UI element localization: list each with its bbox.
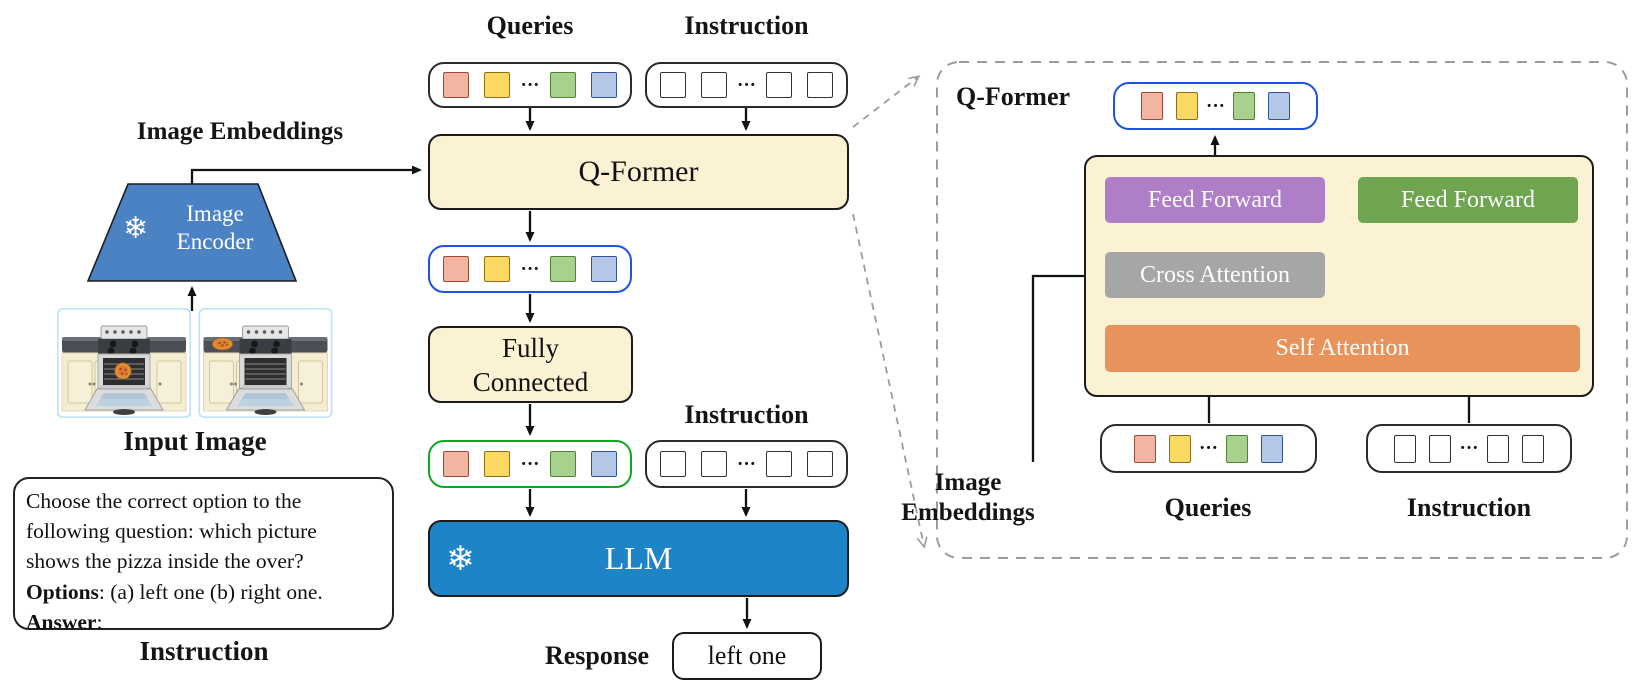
qformer-box: Q-Former (428, 134, 849, 210)
input-image-label: Input Image (123, 426, 267, 456)
token-plain (1429, 434, 1452, 463)
token-ellipsis: ··· (520, 258, 540, 280)
self-attention-box: Self Attention (1105, 325, 1580, 372)
instruction-line: Choose the correct option to the (26, 489, 302, 513)
token-blue (590, 256, 617, 282)
panel-instruction-label: Instruction (1406, 493, 1532, 522)
panel-instruction-token-pill: ··· (1366, 424, 1572, 473)
token-yellow (484, 72, 511, 98)
instruction-line: shows the pizza inside the over? (26, 549, 304, 574)
token-green (1233, 92, 1255, 120)
llm-box-label: LLM (604, 540, 673, 576)
token-green (549, 256, 576, 282)
image-encoder-box: Image Encoder (140, 200, 290, 256)
dashed-zoom-link-top (852, 77, 918, 128)
token-plain (1521, 434, 1544, 463)
panel-image-embeddings-line1: Image (934, 469, 1002, 496)
instruction-token-pill-top: ··· (645, 62, 848, 108)
instruction-label-left: Instruction (139, 636, 269, 666)
token-ellipsis: ··· (1459, 438, 1479, 459)
token-plain (766, 451, 792, 477)
token-yellow (1175, 92, 1198, 120)
panel-image-embeddings-label: Image Embeddings (878, 468, 1058, 528)
instruction-line: following question: which picture (26, 519, 317, 544)
response-label: Response (544, 641, 649, 670)
token-blue (1261, 434, 1283, 463)
token-ellipsis: ··· (520, 453, 540, 475)
query-output-pill-blue: ··· (428, 245, 632, 293)
token-plain (1486, 434, 1509, 463)
token-yellow (484, 451, 511, 477)
llm-box: ❄ LLM (428, 520, 849, 597)
snowflake-icon: ❄ (446, 539, 475, 579)
token-salmon (1133, 434, 1156, 463)
image-encoder-line1: Image (186, 201, 244, 226)
token-green (549, 451, 576, 477)
qformer-panel-title: Q-Former (956, 82, 1071, 111)
token-plain (659, 72, 686, 98)
input-image-left-pizza-in-oven (57, 308, 191, 418)
token-salmon (1140, 92, 1163, 120)
panel-image-embeddings-line2: Embeddings (901, 499, 1035, 526)
token-plain (766, 72, 792, 98)
token-yellow (1168, 434, 1191, 463)
token-green (1226, 434, 1248, 463)
token-ellipsis: ··· (736, 74, 756, 96)
token-plain (659, 451, 686, 477)
feed-forward-right-box: Feed Forward (1358, 177, 1578, 223)
panel-queries-token-pill: ··· (1100, 424, 1317, 473)
token-salmon (443, 451, 470, 477)
token-ellipsis: ··· (520, 74, 540, 96)
token-blue (590, 72, 617, 98)
token-salmon (443, 72, 470, 98)
response-box: left one (672, 632, 822, 680)
fully-connected-line2: Connected (472, 366, 589, 397)
token-plain (807, 72, 833, 98)
panel-query-output-pill-blue: ··· (1113, 82, 1318, 130)
queries-token-pill: ··· (428, 62, 632, 108)
instruction-token-pill-mid: ··· (645, 440, 848, 488)
fully-connected-line1: Fully (501, 332, 560, 363)
panel-queries-label: Queries (1164, 493, 1252, 522)
image-encoder-line2: Encoder (176, 229, 254, 254)
token-plain (700, 451, 727, 477)
instruction-text-box: Choose the correct option to the followi… (13, 477, 394, 634)
instruction-line: Answer: (26, 609, 103, 634)
image-embeddings-label: Image Embeddings (136, 118, 344, 145)
cross-attention-box: Cross Attention (1105, 252, 1325, 298)
queries-label-mid: Queries (486, 11, 574, 40)
token-plain (700, 72, 727, 98)
fully-connected-box: Fully Connected (428, 326, 633, 403)
snowflake-icon: ❄ (123, 211, 149, 246)
token-blue (1268, 92, 1290, 120)
instruction-label-mid-lower: Instruction (684, 400, 809, 429)
input-image-right-pizza-on-counter (198, 308, 333, 418)
token-blue (590, 451, 617, 477)
token-ellipsis: ··· (1205, 95, 1225, 117)
token-plain (1394, 434, 1417, 463)
feed-forward-left-box: Feed Forward (1105, 177, 1325, 223)
token-salmon (443, 256, 470, 282)
instruction-label-mid-top: Instruction (684, 11, 809, 40)
token-ellipsis: ··· (1198, 438, 1218, 459)
token-plain (807, 451, 833, 477)
token-green (549, 72, 576, 98)
instruction-line: Options: (a) left one (b) right one. (26, 579, 323, 604)
token-ellipsis: ··· (736, 453, 756, 475)
projected-token-pill-green: ··· (428, 440, 632, 488)
token-yellow (484, 256, 511, 282)
